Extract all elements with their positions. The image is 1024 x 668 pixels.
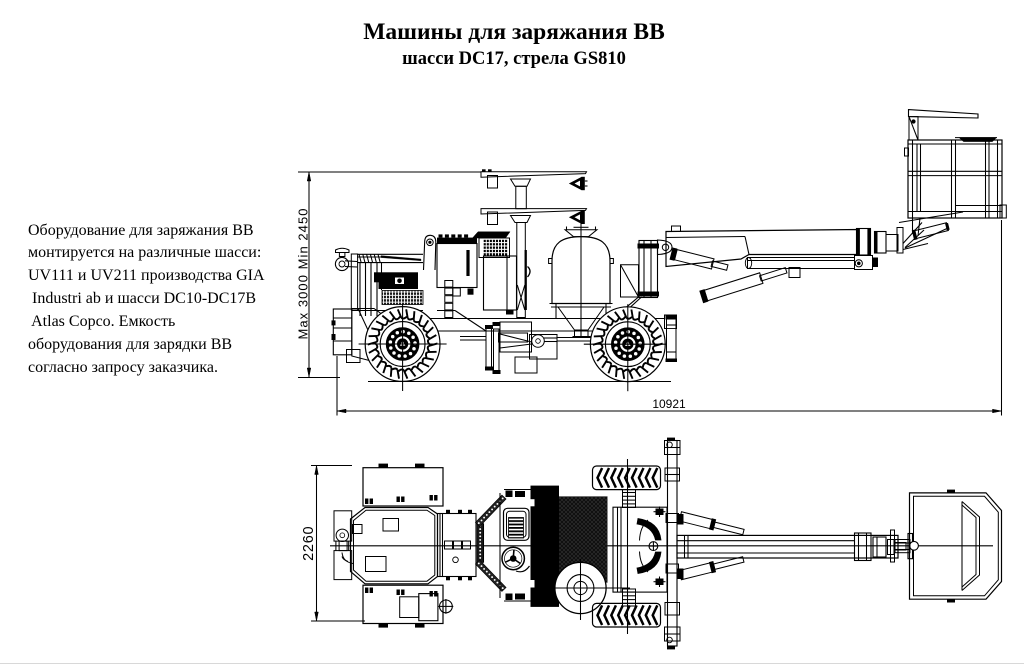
svg-text:2260: 2260 <box>301 526 317 561</box>
svg-text:Max 3000 Min 2450: Max 3000 Min 2450 <box>296 207 311 339</box>
svg-text:10921: 10921 <box>652 397 686 411</box>
